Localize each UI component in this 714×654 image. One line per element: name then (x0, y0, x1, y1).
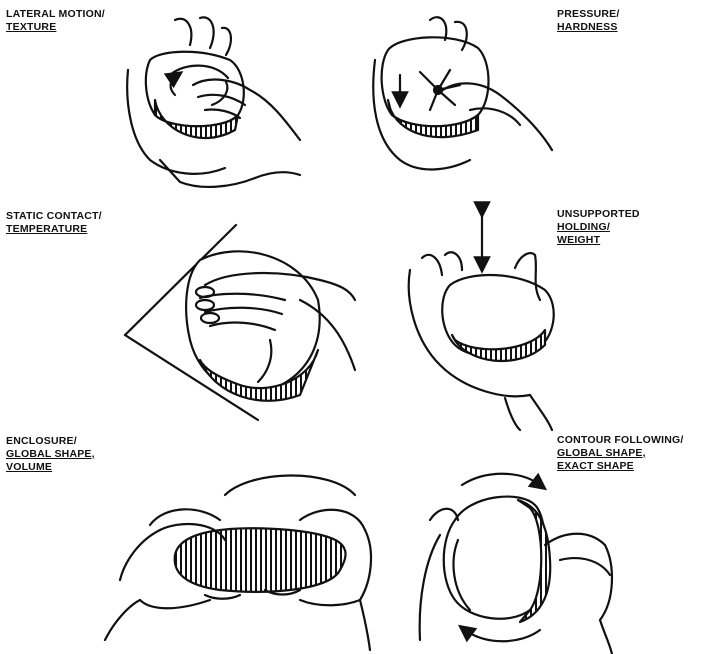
unsupported-holding-hand-icon (409, 210, 554, 430)
enclosure-hands-icon (105, 475, 371, 650)
pressure-hand-icon (373, 17, 552, 169)
lateral-motion-hand-icon (127, 17, 300, 187)
contour-following-hands-icon (420, 474, 612, 654)
static-contact-hand-icon (125, 225, 355, 420)
